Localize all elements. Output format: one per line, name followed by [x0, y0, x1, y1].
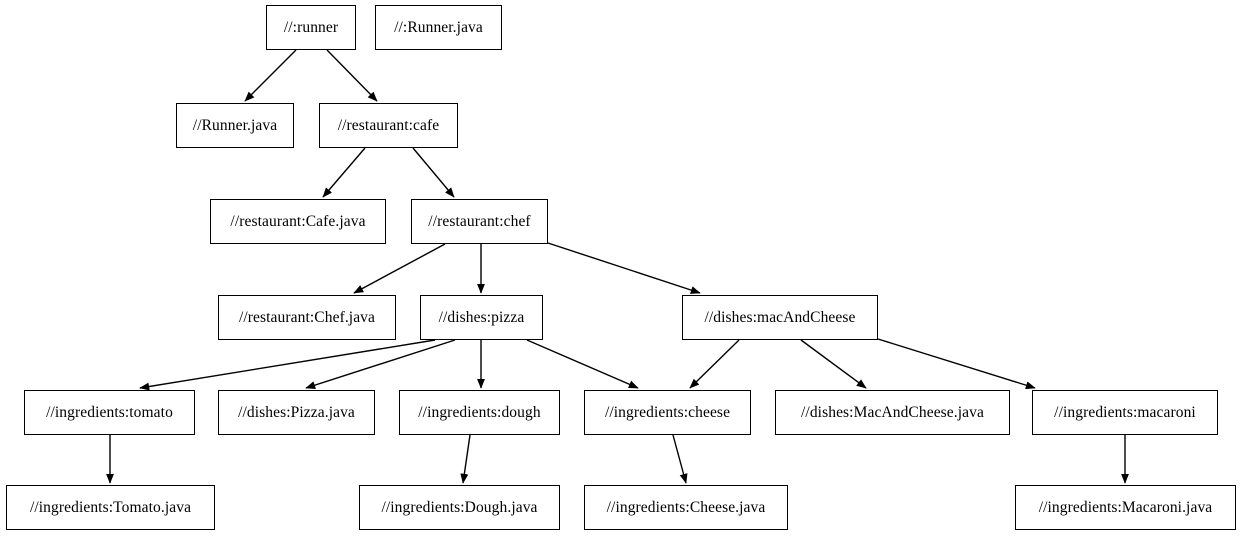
graph-node-label: //dishes:pizza: [438, 308, 525, 326]
graph-node-label: //ingredients:macaroni: [1054, 403, 1196, 421]
graph-node-pizza[interactable]: //dishes:pizza: [420, 295, 543, 340]
graph-node-macaroni_java[interactable]: //ingredients:Macaroni.java: [1015, 485, 1236, 530]
graph-node-label: //ingredients:tomato: [46, 403, 173, 421]
graph-node-chef_java[interactable]: //restaurant:Chef.java: [218, 295, 396, 340]
graph-node-label: //restaurant:chef: [428, 212, 531, 230]
graph-node-cafe_java[interactable]: //restaurant:Cafe.java: [210, 199, 386, 244]
graph-node-runner_java[interactable]: //Runner.java: [176, 103, 294, 148]
graph-node-label: //Runner.java: [192, 116, 278, 134]
graph-node-label: //dishes:macAndCheese: [704, 308, 856, 326]
graph-node-label: //dishes:Pizza.java: [238, 403, 355, 421]
graph-node-cheese_java[interactable]: //ingredients:Cheese.java: [584, 485, 788, 530]
graph-node-chef[interactable]: //restaurant:chef: [411, 199, 548, 244]
graph-node-tomato[interactable]: //ingredients:tomato: [24, 390, 195, 435]
graph-node-pizza_java[interactable]: //dishes:Pizza.java: [218, 390, 375, 435]
graph-node-cheese[interactable]: //ingredients:cheese: [584, 390, 751, 435]
graph-node-label: //ingredients:Cheese.java: [606, 498, 766, 516]
graph-node-label: //:Runner.java: [394, 18, 483, 36]
graph-node-label: //dishes:MacAndCheese.java: [801, 403, 984, 421]
graph-node-macaroni[interactable]: //ingredients:macaroni: [1032, 390, 1218, 435]
graph-node-label: //restaurant:Cafe.java: [230, 212, 366, 230]
graph-node-mac_and_cheese[interactable]: //dishes:macAndCheese: [682, 295, 878, 340]
graph-node-label: //ingredients:Dough.java: [381, 498, 538, 516]
graph-node-label: //restaurant:cafe: [337, 116, 440, 134]
graph-node-label: //ingredients:Macaroni.java: [1038, 498, 1213, 516]
graph-node-label: //ingredients:cheese: [604, 403, 731, 421]
graph-node-dough_java[interactable]: //ingredients:Dough.java: [359, 485, 560, 530]
graph-node-root_runner_java[interactable]: //:Runner.java: [375, 5, 502, 50]
graph-node-label: //restaurant:Chef.java: [238, 308, 376, 326]
graph-node-mac_java[interactable]: //dishes:MacAndCheese.java: [775, 390, 1010, 435]
graph-node-cafe[interactable]: //restaurant:cafe: [319, 103, 458, 148]
graph-node-label: //:runner: [283, 18, 339, 36]
graph-node-runner[interactable]: //:runner: [266, 5, 356, 50]
graph-node-tomato_java[interactable]: //ingredients:Tomato.java: [6, 485, 215, 530]
graph-node-label: //ingredients:dough: [418, 403, 541, 421]
graph-node-dough[interactable]: //ingredients:dough: [399, 390, 560, 435]
graph-node-label: //ingredients:Tomato.java: [29, 498, 192, 516]
